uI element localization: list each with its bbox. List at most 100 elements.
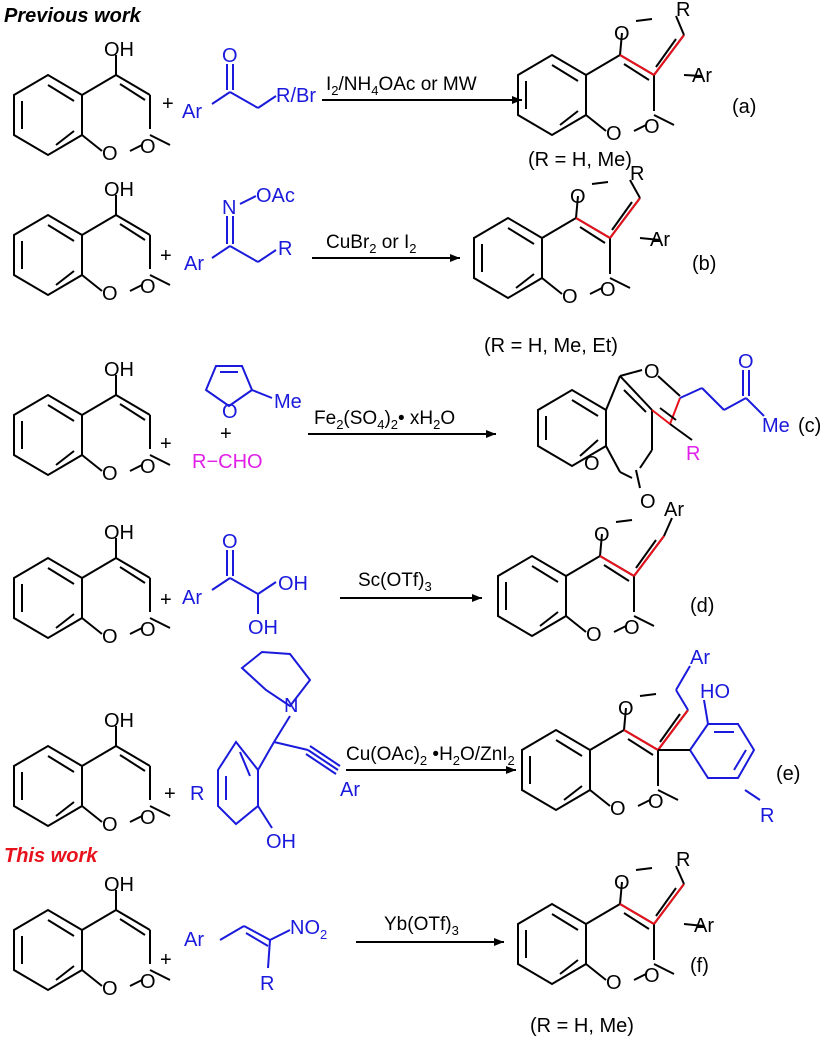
svg-text:O: O — [102, 626, 118, 648]
svg-text:O: O — [570, 186, 586, 208]
svg-text:N: N — [284, 695, 298, 717]
nitroalkene-reagent: Ar NO2 R — [184, 917, 327, 995]
reaction-e: OH O O + N R OH Ar Cu(OAc)2 •H2O/ZnI2 — [13, 647, 800, 853]
hydroxycoumarin-reactant: OH O O — [13, 359, 171, 485]
svg-text:O: O — [610, 798, 626, 820]
svg-text:O: O — [140, 619, 156, 641]
svg-text:O: O — [618, 698, 634, 720]
svg-text:Ar: Ar — [694, 915, 714, 937]
reaction-b: OH O O + N OAc Ar R CuBr2 or I2 O O — [13, 163, 716, 357]
svg-text:O: O — [102, 463, 118, 485]
svg-text:Ar: Ar — [690, 647, 710, 669]
reaction-a: OH O O + O Ar R/Br I2/NH4OAc or MW O O O… — [13, 0, 756, 171]
svg-text:NO2: NO2 — [290, 917, 327, 942]
svg-text:R: R — [278, 238, 292, 260]
svg-text:OH: OH — [104, 39, 134, 61]
svg-text:Ar: Ar — [184, 929, 204, 951]
tag-a: (a) — [732, 96, 756, 118]
svg-text:O: O — [594, 524, 610, 546]
note-f: (R = H, Me) — [530, 1015, 634, 1037]
svg-text:O: O — [222, 401, 238, 423]
svg-text:O: O — [640, 491, 656, 513]
svg-text:O: O — [140, 456, 156, 478]
svg-text:R: R — [260, 973, 274, 995]
svg-text:O: O — [102, 143, 118, 165]
svg-text:Sc(OTf)3: Sc(OTf)3 — [358, 570, 432, 594]
svg-text:O: O — [102, 978, 118, 1000]
svg-text:N: N — [222, 197, 236, 219]
svg-text:O: O — [624, 617, 640, 639]
svg-text:OH: OH — [278, 573, 308, 595]
hydroxycoumarin-reactant: OH O O — [13, 710, 171, 836]
previous-work-heading: Previous work — [4, 5, 142, 27]
svg-text:O: O — [614, 872, 630, 894]
svg-text:+: + — [220, 423, 232, 445]
tag-e: (e) — [776, 763, 800, 785]
svg-text:Ar: Ar — [182, 587, 202, 609]
furocoumarin-product: O O O Ar — [497, 499, 684, 646]
note-b: (R = H, Me, Et) — [484, 335, 618, 357]
svg-text:R/Br: R/Br — [276, 85, 316, 107]
svg-text:O: O — [644, 361, 660, 383]
svg-text:O: O — [606, 972, 622, 994]
furocoumarin-product: O O O R Ar — [517, 0, 712, 145]
aldehyde-reagent: R−CHO — [192, 451, 263, 473]
hydroxycoumarin-reactant: OH O O — [13, 522, 171, 648]
tag-b: (b) — [692, 253, 716, 275]
svg-text:Ar: Ar — [664, 499, 684, 521]
svg-text:R: R — [630, 163, 644, 185]
svg-text:R: R — [760, 805, 774, 827]
this-work-heading: This work — [4, 845, 98, 867]
furocoumarin-product: O O O R Ar — [473, 163, 670, 308]
svg-text:+: + — [160, 589, 172, 611]
svg-text:Ar: Ar — [340, 779, 360, 801]
svg-text:O: O — [140, 807, 156, 829]
svg-text:Ar: Ar — [182, 101, 202, 123]
hydroxycoumarin-reactant: OH O O — [13, 39, 171, 165]
svg-text:Yb(OTf)3: Yb(OTf)3 — [384, 914, 459, 938]
svg-text:O: O — [140, 971, 156, 993]
arylglyoxal-hydrate-reagent: O Ar OH OH — [182, 531, 308, 639]
svg-text:+: + — [160, 245, 172, 267]
svg-text:OH: OH — [104, 874, 134, 896]
svg-text:R: R — [190, 783, 204, 805]
svg-text:Me: Me — [762, 415, 790, 437]
svg-text:OAc: OAc — [256, 185, 295, 207]
svg-text:Me: Me — [274, 391, 302, 413]
svg-text:O: O — [586, 624, 602, 646]
aryl-ketone-reagent: O Ar R/Br — [182, 45, 316, 123]
oxime-acetate-reagent: N OAc Ar R — [184, 185, 295, 275]
svg-text:I2/NH4OAc or MW: I2/NH4OAc or MW — [326, 74, 477, 98]
furocoumarin-product: O O O R Ar — [517, 849, 714, 994]
svg-text:O: O — [140, 136, 156, 158]
svg-text:OH: OH — [104, 359, 134, 381]
svg-text:OH: OH — [266, 831, 296, 853]
svg-text:O: O — [648, 791, 664, 813]
svg-text:R: R — [676, 0, 690, 21]
svg-text:O: O — [606, 123, 622, 145]
note-a: (R = H, Me) — [528, 149, 632, 171]
svg-text:R: R — [686, 443, 700, 465]
svg-text:+: + — [160, 433, 172, 455]
svg-text:OH: OH — [104, 710, 134, 732]
svg-text:R: R — [676, 849, 690, 871]
svg-text:Cu(OAc)2 •H2O/ZnI2: Cu(OAc)2 •H2O/ZnI2 — [346, 744, 515, 768]
reaction-c: OH O O + O Me + R−CHO Fe2(SO4)2• xH2O — [13, 351, 821, 513]
svg-text:O: O — [102, 814, 118, 836]
svg-text:O: O — [562, 286, 578, 308]
svg-text:Ar: Ar — [692, 65, 712, 87]
svg-text:O: O — [738, 351, 754, 373]
methylfuran-reagent: O Me — [204, 365, 302, 423]
svg-text:O: O — [600, 279, 616, 301]
hydroxycoumarin-reactant: OH O O — [13, 874, 171, 1000]
svg-text:+: + — [164, 783, 176, 805]
tag-f: (f) — [690, 955, 709, 977]
propargylamine-phenol-reagent: N R OH Ar — [190, 650, 360, 853]
svg-text:O: O — [644, 965, 660, 987]
svg-text:O: O — [614, 23, 630, 45]
svg-text:Ar: Ar — [650, 229, 670, 251]
svg-text:OH: OH — [104, 522, 134, 544]
svg-text:Fe2(SO4)2• xH2O: Fe2(SO4)2• xH2O — [314, 408, 455, 432]
svg-text:CuBr2 or I2: CuBr2 or I2 — [326, 232, 417, 256]
